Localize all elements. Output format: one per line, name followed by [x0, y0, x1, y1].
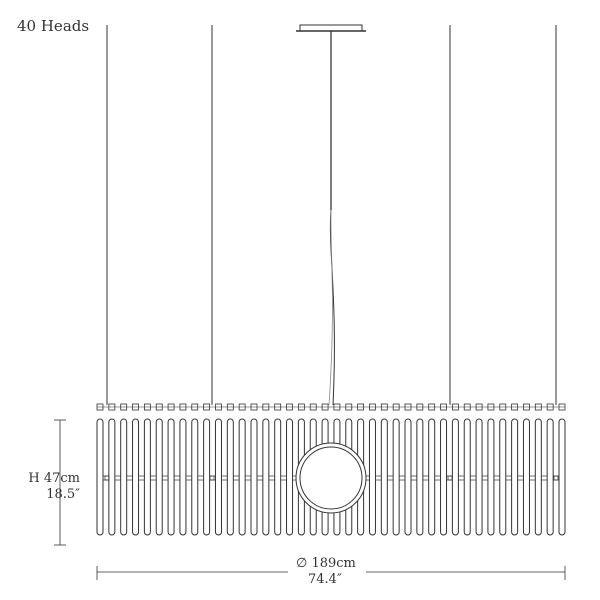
light-tube [380, 418, 388, 536]
light-tube [463, 418, 471, 536]
bar-mount [553, 475, 559, 481]
light-tube [108, 418, 116, 536]
light-tube [404, 418, 412, 536]
light-tube [487, 418, 495, 536]
light-tube [191, 418, 199, 536]
light-tube [167, 418, 175, 536]
light-tube [132, 418, 140, 536]
light-tube [428, 418, 436, 536]
power-cord [329, 209, 335, 406]
light-tube [451, 418, 459, 536]
light-tube [440, 418, 448, 536]
bar-mount [104, 475, 110, 481]
diameter-cm-label: ∅ 189cm [293, 556, 359, 571]
light-tube [214, 418, 222, 536]
bar-mount [209, 475, 215, 481]
height-cm-label: H 47cm [28, 471, 80, 486]
bar-mount [447, 475, 453, 481]
light-tube [96, 418, 104, 536]
power-cord [328, 209, 333, 406]
light-tube [368, 418, 376, 536]
light-tube [155, 418, 163, 536]
canopy [299, 24, 363, 32]
light-tube [534, 418, 542, 536]
light-tube [226, 418, 234, 536]
light-tube [416, 418, 424, 536]
heads-count-label: 40 Heads [17, 17, 90, 35]
light-tube [143, 418, 151, 536]
light-tube [120, 418, 128, 536]
height-in-label: 18.5″ [46, 487, 80, 502]
light-tube [203, 418, 211, 536]
light-tube [499, 418, 507, 536]
light-tube [262, 418, 270, 536]
central-disc-inner [299, 446, 363, 510]
light-tube [546, 418, 554, 536]
light-tube [286, 418, 294, 536]
light-tube [179, 418, 187, 536]
light-tube [522, 418, 530, 536]
light-tube [238, 418, 246, 536]
diameter-in-label: 74.4″ [308, 572, 342, 587]
light-tube [274, 418, 282, 536]
light-tube [511, 418, 519, 536]
light-tube [475, 418, 483, 536]
light-tube [392, 418, 400, 536]
light-tube [558, 418, 566, 536]
light-tube [250, 418, 258, 536]
